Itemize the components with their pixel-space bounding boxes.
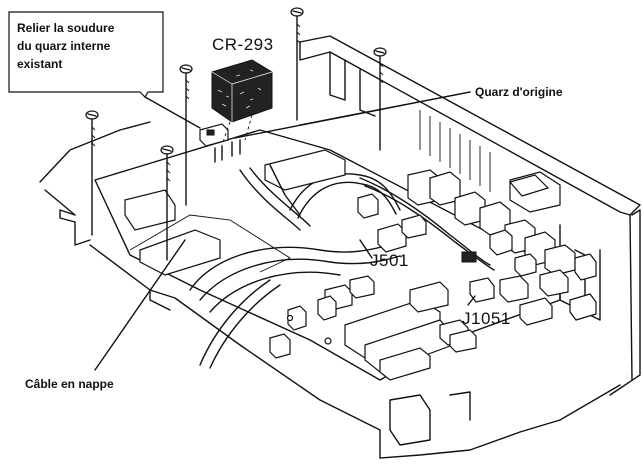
instruction-line-1: Relier la soudure — [17, 21, 115, 35]
ribbon-cable-label: Câble en nappe — [25, 377, 114, 391]
instruction-line-2: du quarz interne — [17, 39, 111, 53]
instruction-callout: Relier la soudure du quarz interne exist… — [8, 11, 164, 98]
screws — [85, 7, 387, 261]
cr293-module — [211, 59, 273, 123]
j501-label: J501 — [370, 251, 409, 270]
components — [269, 169, 597, 381]
quartz-origin-label: Quarz d'origine — [475, 85, 563, 99]
cr293-label: CR-293 — [212, 35, 274, 54]
quartz-crystal — [199, 123, 241, 163]
leader-lines — [94, 91, 476, 371]
j1051-label: J1051 — [462, 309, 511, 328]
instruction-line-3: existant — [17, 57, 62, 71]
